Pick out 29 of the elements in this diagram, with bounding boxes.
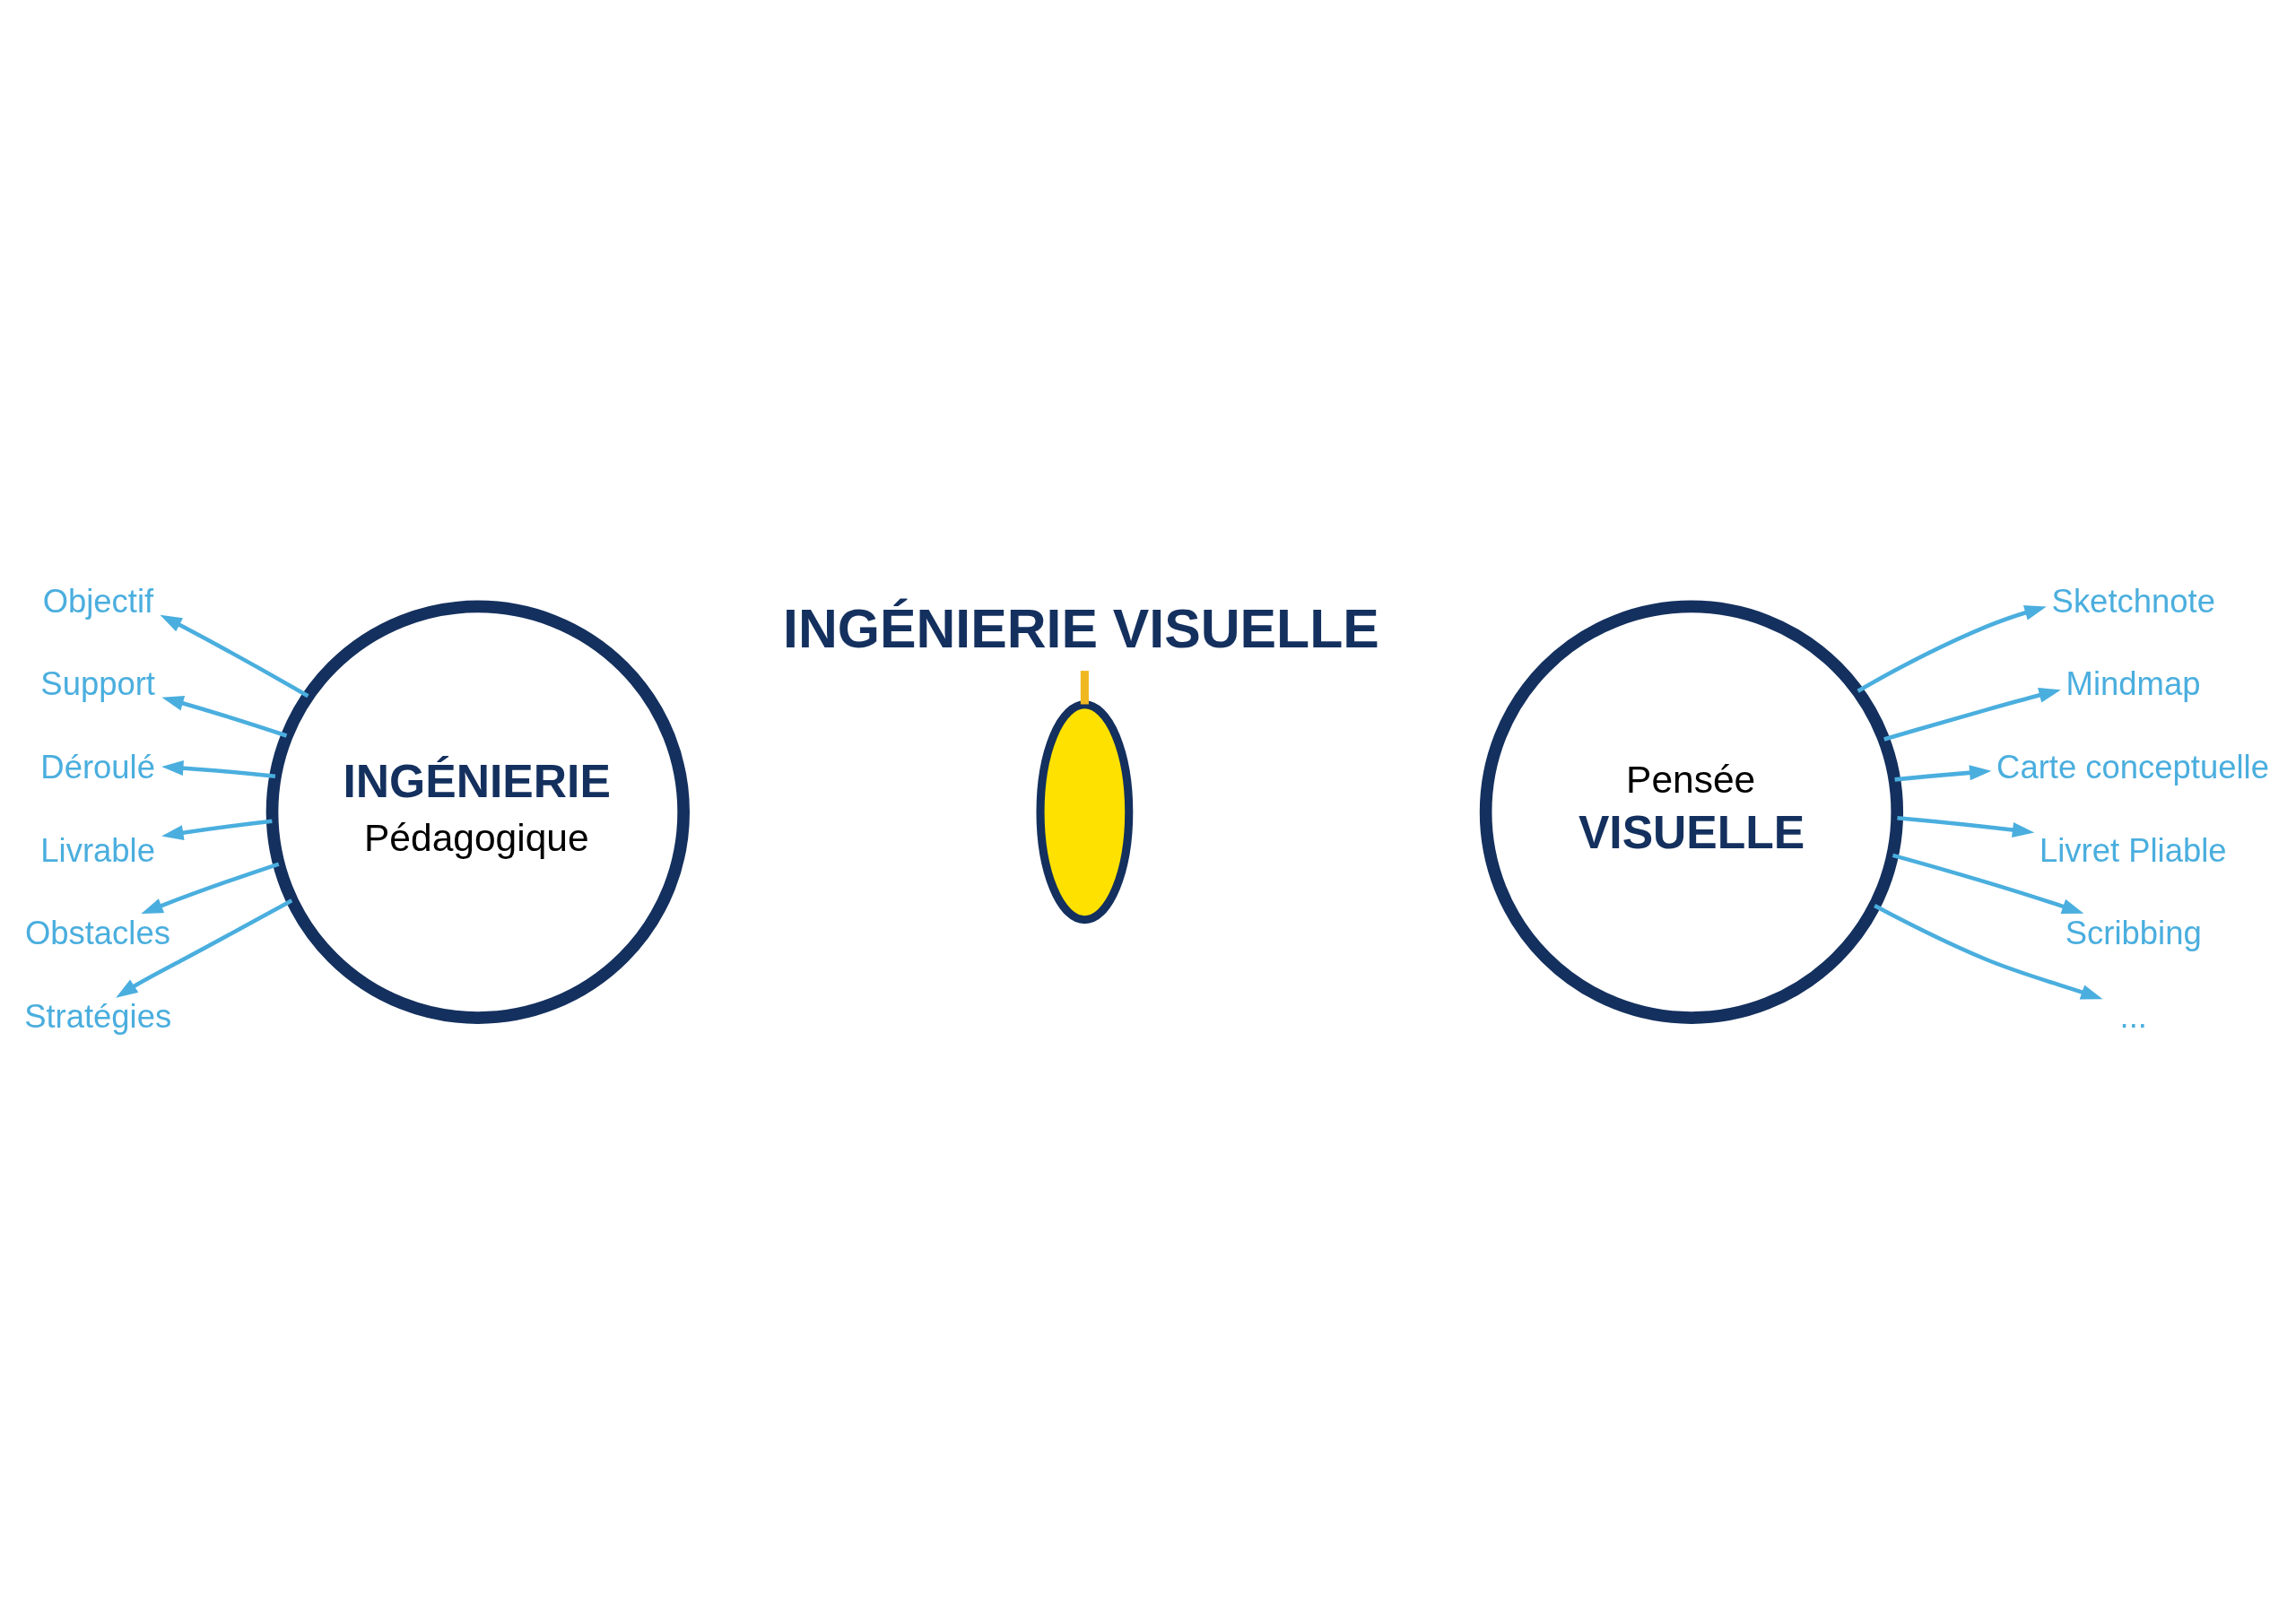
node-text: Livrable bbox=[40, 831, 155, 869]
node-text: Support bbox=[40, 665, 155, 703]
node-text: INGÉNIERIE VISUELLE bbox=[783, 598, 1379, 660]
node-text: Objectif bbox=[42, 582, 154, 620]
arrow bbox=[1883, 688, 2061, 742]
connector bbox=[1080, 671, 1089, 705]
node-text: Sketchnote bbox=[2051, 582, 2215, 620]
node-text: Livret Pliable bbox=[2039, 831, 2227, 869]
arrow bbox=[1874, 904, 2103, 1000]
arrow bbox=[160, 614, 309, 699]
arrow bbox=[116, 898, 293, 998]
arrow bbox=[161, 760, 276, 779]
arrow bbox=[1857, 605, 2047, 693]
node-text: Mindmap bbox=[2066, 665, 2201, 703]
node-text: ... bbox=[2119, 998, 2147, 1036]
node-text: Déroulé bbox=[40, 749, 155, 786]
node-circle: Pensée VISUELLE bbox=[1479, 600, 1904, 1024]
node-text: Carte conceptuelle bbox=[1996, 749, 2269, 786]
arrow bbox=[161, 696, 288, 738]
arrow bbox=[1897, 815, 2035, 838]
arrow bbox=[161, 819, 273, 841]
arrow bbox=[1894, 765, 1992, 782]
node-text: Scribbing bbox=[2065, 915, 2202, 952]
node-circle: INGÉNIERIE Pédagogique bbox=[265, 600, 690, 1024]
node-text: Obstacles bbox=[24, 915, 170, 952]
node-lens bbox=[1036, 700, 1134, 924]
node-text: Stratégies bbox=[24, 998, 172, 1036]
arrow bbox=[1892, 853, 2084, 914]
arrow bbox=[141, 862, 280, 915]
